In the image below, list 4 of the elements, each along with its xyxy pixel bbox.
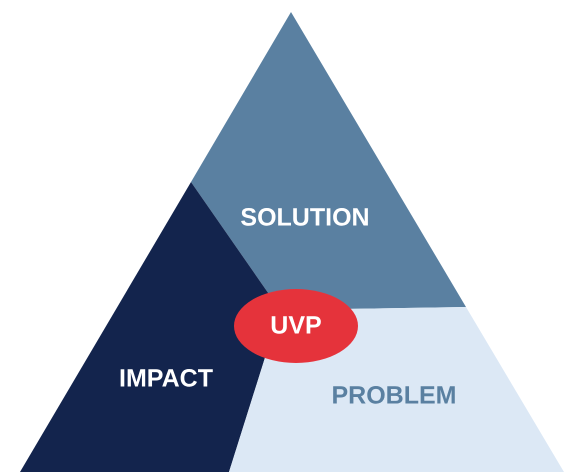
segment-label: PROBLEM (332, 384, 456, 408)
segment-label: IMPACT (119, 366, 213, 392)
segment-label: SOLUTION (240, 206, 370, 230)
segment-label: UVP (270, 314, 322, 338)
